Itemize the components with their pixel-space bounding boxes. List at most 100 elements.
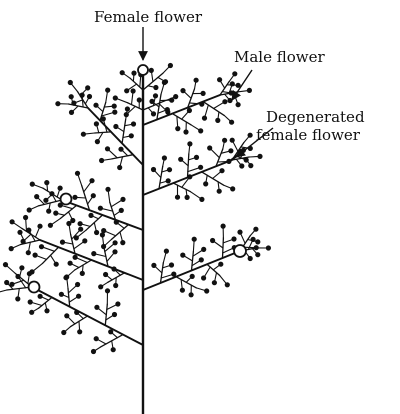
male-bud — [114, 220, 119, 225]
male-bud — [17, 230, 22, 235]
male-bud — [111, 347, 116, 352]
male-bud — [113, 95, 118, 100]
male-bud — [113, 240, 118, 245]
male-bud — [81, 132, 86, 137]
male-bud — [76, 294, 81, 299]
male-bud — [72, 195, 77, 200]
male-bud — [64, 274, 69, 279]
male-bud — [230, 138, 235, 143]
male-bud — [105, 88, 110, 93]
male-bud — [29, 310, 34, 315]
male-bud — [49, 191, 54, 196]
male-bud — [28, 299, 33, 304]
male-bud — [68, 261, 73, 266]
male-bud — [151, 167, 156, 172]
male-bud — [94, 230, 99, 235]
male-bud — [180, 253, 185, 258]
male-bud — [95, 139, 100, 144]
male-bud — [33, 253, 38, 258]
male-bud — [124, 112, 129, 117]
male-bud — [222, 99, 227, 104]
male-bud — [162, 155, 167, 160]
male-bud — [169, 262, 174, 267]
male-bud — [228, 148, 233, 153]
male-bud — [210, 238, 215, 243]
male-bud — [168, 63, 173, 68]
male-bud — [15, 296, 20, 301]
plant-drawing — [0, 63, 271, 414]
male-bud — [230, 81, 235, 86]
male-bud — [43, 198, 48, 203]
male-bud — [244, 157, 249, 162]
male-bud — [239, 163, 244, 168]
male-bud — [26, 228, 31, 233]
male-bud — [100, 232, 105, 237]
male-bud — [112, 110, 117, 115]
male-bud — [180, 88, 185, 93]
male-bud — [204, 288, 209, 293]
male-bud — [124, 88, 129, 93]
male-bud — [91, 193, 96, 198]
male-bud — [199, 257, 204, 262]
male-bud — [88, 213, 93, 218]
male-bud — [3, 262, 8, 267]
male-bud — [175, 126, 180, 131]
male-bud — [66, 221, 71, 226]
male-bud — [98, 284, 103, 289]
male-bud — [187, 141, 192, 146]
male-bud — [89, 178, 94, 183]
male-bud — [53, 211, 58, 216]
male-bud — [198, 165, 203, 170]
male-bud — [74, 310, 79, 315]
female-flower-top — [138, 65, 148, 75]
male-bud — [120, 70, 125, 75]
male-bud — [151, 263, 156, 268]
male-bud — [60, 240, 65, 245]
male-bud — [44, 180, 49, 185]
label-male-flower: Male flower — [234, 48, 325, 66]
male-bud — [248, 163, 253, 168]
male-bud — [201, 275, 206, 280]
male-bud — [163, 79, 168, 84]
male-bud — [120, 240, 125, 245]
male-bud — [91, 251, 96, 256]
male-bud — [229, 90, 234, 95]
male-bud — [77, 329, 82, 334]
male-bud — [108, 329, 113, 334]
male-bud — [80, 93, 85, 98]
male-bud — [27, 207, 32, 212]
male-bud — [99, 158, 104, 163]
male-bud — [198, 128, 203, 133]
male-bud — [248, 256, 253, 261]
male-bud — [19, 265, 24, 270]
male-bud — [173, 94, 178, 99]
male-bud — [255, 239, 260, 244]
male-bud — [75, 171, 80, 176]
male-bud — [164, 249, 169, 254]
male-bud — [254, 245, 259, 250]
male-bud — [112, 312, 117, 317]
male-bud — [171, 272, 176, 277]
male-bud — [78, 221, 83, 226]
male-bud — [103, 272, 108, 277]
male-bud — [190, 274, 195, 279]
male-bud — [94, 121, 99, 126]
male-bud — [180, 288, 185, 293]
male-bud — [236, 102, 241, 107]
male-bud — [212, 280, 217, 285]
male-bud — [199, 197, 204, 202]
male-bud — [73, 255, 78, 260]
male-bud — [237, 230, 242, 235]
male-bud — [201, 91, 206, 96]
male-bud — [247, 88, 252, 93]
male-bud — [137, 97, 142, 102]
male-bud — [69, 94, 74, 99]
male-bud — [253, 227, 258, 232]
twig — [0, 290, 7, 293]
male-bud — [232, 71, 237, 76]
male-bud — [113, 283, 118, 288]
male-bud — [69, 110, 74, 115]
male-bud — [111, 266, 116, 271]
male-bud — [64, 313, 69, 318]
